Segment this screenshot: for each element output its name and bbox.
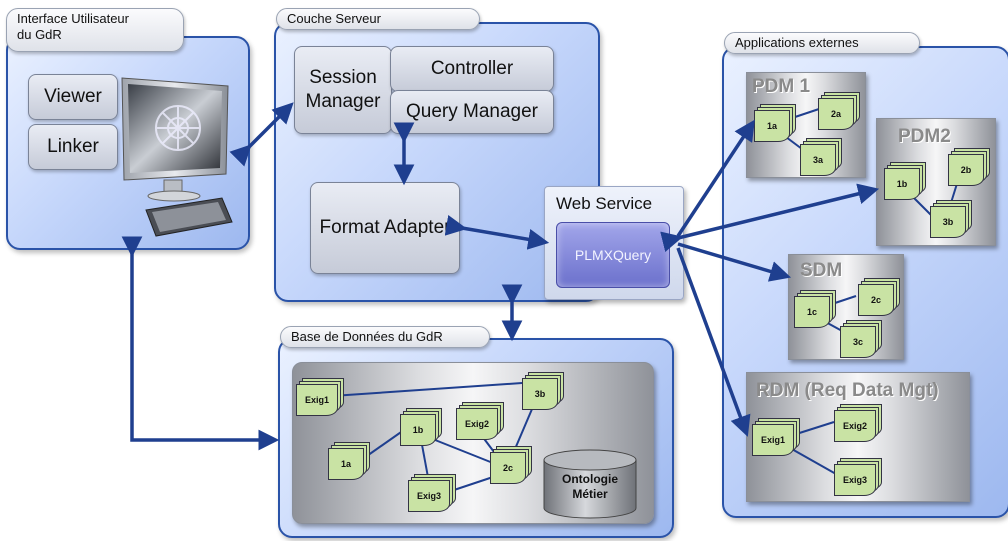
db-doc[interactable]: Exig2 (456, 408, 498, 440)
sdm-doc[interactable]: 3c (840, 326, 876, 358)
db-doc[interactable]: Exig1 (296, 384, 338, 416)
pdm1-doc[interactable]: 1a (754, 110, 790, 142)
plmxquery-box[interactable]: PLMXQuery (556, 222, 670, 288)
external-panel-title: Applications externes (724, 32, 920, 54)
ui-db-arrow (121, 236, 280, 451)
viewer-button[interactable]: Viewer (28, 74, 118, 120)
ui-panel-title: Interface Utilisateur du GdR (6, 8, 184, 52)
ontology-label: Ontologie Métier (562, 472, 618, 501)
db-doc[interactable]: Exig3 (408, 480, 450, 512)
plmx-pdm2-arrow (660, 183, 880, 252)
pdm1-title: PDM 1 (752, 76, 811, 97)
server-panel-title: Couche Serveur (276, 8, 480, 30)
sdm-doc[interactable]: 1c (794, 296, 830, 328)
session-manager-box[interactable]: Session Manager (294, 46, 392, 134)
ontology-database-icon (543, 449, 637, 519)
sdm-title: SDM (800, 260, 843, 281)
rdm-doc[interactable]: Exig3 (834, 464, 876, 496)
plmx-rdm-arrow (676, 247, 751, 437)
adapter-webservice-arrow (444, 214, 550, 250)
pdm1-doc[interactable]: 3a (800, 144, 836, 176)
plmx-sdm-arrow (677, 242, 792, 282)
rdm-doc[interactable]: Exig2 (834, 410, 876, 442)
linker-button[interactable]: Linker (28, 124, 118, 170)
db-doc[interactable]: 1b (400, 414, 436, 446)
sdm-doc[interactable]: 2c (858, 284, 894, 316)
pdm2-doc[interactable]: 3b (930, 206, 966, 238)
plmx-pdm1-arrow (676, 119, 755, 237)
db-panel-title: Base de Données du GdR (280, 326, 490, 348)
pdm1-doc[interactable]: 2a (818, 98, 854, 130)
db-doc[interactable]: 3b (522, 378, 558, 410)
db-doc[interactable]: 2c (490, 452, 526, 484)
query-manager-box[interactable]: Query Manager (390, 90, 554, 134)
rdm-title: RDM (Req Data Mgt) (756, 380, 939, 401)
webservice-title: Web Service (556, 194, 653, 213)
rdm-doc[interactable]: Exig1 (752, 424, 794, 456)
controller-box[interactable]: Controller (390, 46, 554, 92)
db-doc[interactable]: 1a (328, 448, 364, 480)
computer-icon (121, 77, 233, 237)
ui-server-arrow (229, 102, 294, 167)
format-adapter-box[interactable]: Format Adapter (310, 182, 460, 274)
pdm2-doc[interactable]: 2b (948, 154, 984, 186)
pdm2-title: PDM2 (898, 126, 951, 147)
pdm2-doc[interactable]: 1b (884, 168, 920, 200)
